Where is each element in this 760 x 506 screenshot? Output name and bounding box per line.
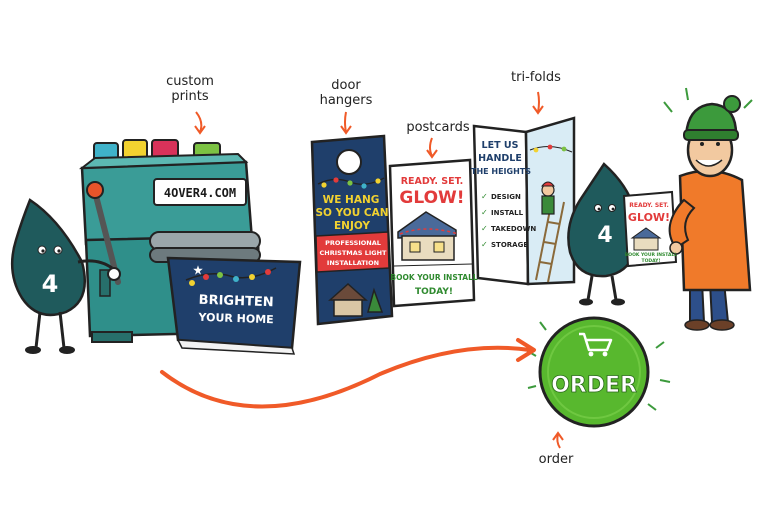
- trifold-item: STORAGE: [491, 241, 528, 249]
- mini-card-line1: READY. SET.: [629, 202, 669, 209]
- printing-press: [78, 139, 302, 355]
- mini-card-line2: GLOW!: [628, 211, 670, 224]
- mini-card-cta-line1: BOOK YOUR INSTALL: [625, 252, 677, 258]
- checkmark-icon: ✓: [481, 208, 488, 217]
- press-brand-label: 4OVER4.COM: [164, 186, 236, 200]
- postcard-cta-line2: TODAY!: [415, 287, 453, 297]
- mascot-right: [567, 162, 640, 306]
- checkmark-icon: ✓: [481, 192, 488, 201]
- cart-icon: [579, 332, 613, 357]
- trifold-item: DESIGN: [491, 193, 521, 201]
- postcard: [388, 158, 476, 308]
- flow-arrow: [160, 338, 536, 409]
- door-hanger-band-line3: INSTALLATION: [327, 259, 379, 267]
- mascot-left: [10, 198, 121, 354]
- door-hanger-band-line2: CHRISTMAS LIGHT: [320, 249, 388, 257]
- customer-person: [663, 87, 753, 331]
- trifold-item: INSTALL: [491, 209, 524, 217]
- caption-order: order: [538, 452, 574, 467]
- door-hanger-line3: ENJOY: [334, 220, 370, 232]
- caption-arrows: [194, 91, 564, 449]
- order-button[interactable]: [540, 318, 648, 426]
- trifold-checklist: ✓ DESIGN ✓ INSTALL ✓ TAKEDOWN ✓ STORAGE: [481, 192, 536, 249]
- checkmark-icon: ✓: [481, 240, 488, 249]
- caption-tri-folds: tri-folds: [511, 70, 561, 85]
- checkmark-icon: ✓: [481, 224, 488, 233]
- order-button-label: ORDER: [551, 373, 637, 398]
- trifold-line2: HANDLE: [478, 153, 522, 164]
- caption-custom-prints: custom prints: [166, 74, 214, 104]
- banner-line2: YOUR HOME: [197, 311, 274, 327]
- mini-card-cta-line2: TODAY!: [642, 258, 661, 264]
- mascot-right-number: 4: [597, 223, 612, 248]
- postcard-line2: GLOW!: [399, 188, 464, 208]
- trifold-line3: THE HEIGHTS: [471, 167, 531, 176]
- door-hanger-line1: WE HANG: [323, 194, 380, 206]
- door-hanger-band-line1: PROFESSIONAL: [325, 239, 381, 247]
- mascot-left-number: 4: [42, 270, 59, 298]
- trifold-line1: LET US: [482, 140, 519, 151]
- tri-fold: [472, 116, 576, 286]
- postcard-cta-line1: BOOK YOUR INSTALL: [390, 273, 477, 282]
- trifold-item: TAKEDOWN: [491, 225, 536, 233]
- order-button-graphic: [525, 316, 671, 428]
- mini-postcard: [622, 190, 678, 268]
- banner-line1: BRIGHTEN: [198, 293, 273, 311]
- door-hanger-line2: SO YOU CAN: [315, 207, 388, 219]
- door-hanger: [310, 134, 394, 326]
- postcard-line1: READY. SET.: [401, 176, 464, 187]
- caption-postcards: postcards: [406, 120, 470, 135]
- caption-door-hangers: door hangers: [319, 78, 373, 108]
